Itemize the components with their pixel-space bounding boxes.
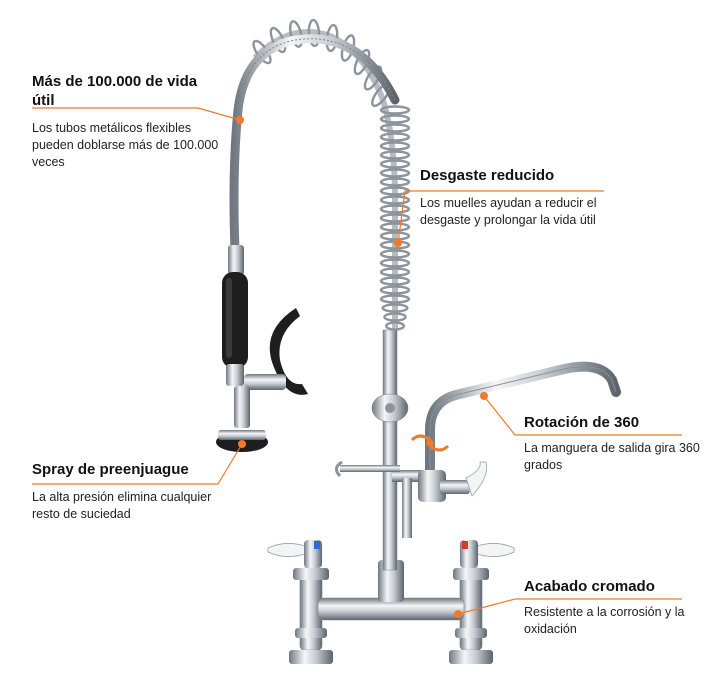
callout-wear: Desgaste reducido Los muelles ayudan a r… bbox=[420, 166, 635, 229]
callout-sprayer: Spray de preenjuague La alta presión eli… bbox=[32, 460, 232, 523]
spring-coil-ring bbox=[363, 65, 383, 91]
spring-coil-ring bbox=[379, 222, 411, 232]
spring-coil-ring bbox=[379, 294, 411, 304]
callout-lifespan-desc: Los tubos metálicos flexibles pueden dob… bbox=[32, 121, 219, 169]
spring-coil-ring bbox=[379, 249, 411, 259]
spring-coil-ring bbox=[381, 303, 409, 313]
spring-coil-ring bbox=[307, 18, 321, 48]
deck-mount-base bbox=[267, 540, 515, 664]
callout-rotation-desc: La manguera de salida gira 360 grados bbox=[524, 441, 700, 472]
spring-coil-ring bbox=[379, 150, 411, 160]
spring-coil-ring bbox=[383, 312, 407, 322]
rotation-dot bbox=[480, 392, 488, 400]
callout-sprayer-desc: La alta presión elimina cualquier resto … bbox=[32, 490, 212, 521]
sprayer-dot bbox=[238, 440, 246, 448]
spring-coil-ring bbox=[379, 258, 411, 268]
callout-lifespan: Más de 100.000 de vida útil Los tubos me… bbox=[32, 72, 222, 171]
spring-coil-ring bbox=[379, 276, 411, 286]
callout-rotation-title: Rotación de 360 bbox=[524, 414, 640, 431]
spring-coil-ring bbox=[379, 168, 411, 178]
callout-leaders bbox=[32, 107, 682, 615]
spring-coil bbox=[252, 18, 411, 331]
finish-dot bbox=[454, 610, 462, 618]
spring-coil-ring bbox=[379, 285, 411, 295]
callout-finish-desc: Resistente a la corrosión y la oxidación bbox=[524, 605, 685, 636]
spring-coil-ring bbox=[379, 132, 411, 142]
callout-wear-title: Desgaste reducido bbox=[420, 167, 555, 184]
callout-wear-desc: Los muelles ayudan a reducir el desgaste… bbox=[420, 196, 597, 227]
callout-finish-title: Acabado cromado bbox=[524, 578, 655, 595]
wear-dot bbox=[394, 239, 402, 247]
spring-coil-ring bbox=[379, 141, 411, 151]
callout-rotation: Rotación de 360 La manguera de salida gi… bbox=[524, 413, 704, 474]
callout-finish: Acabado cromado Resistente a la corrosió… bbox=[524, 577, 704, 638]
spring-coil-ring bbox=[379, 105, 411, 115]
spring-coil-ring bbox=[379, 204, 411, 214]
spring-coil-ring bbox=[379, 231, 411, 241]
main-riser bbox=[335, 329, 422, 571]
swing-spout bbox=[410, 361, 621, 502]
pre-rinse-sprayer bbox=[216, 245, 308, 452]
spring-coil-ring bbox=[379, 267, 411, 277]
spring-coil-ring bbox=[288, 20, 304, 48]
spring-coil-ring bbox=[385, 321, 406, 331]
spring-coil-ring bbox=[379, 159, 411, 169]
spring-coil-ring bbox=[379, 114, 411, 124]
spring-coil-ring bbox=[379, 195, 411, 205]
spring-coil-ring bbox=[269, 26, 287, 54]
flexible-hose bbox=[229, 34, 400, 255]
spring-coil-ring bbox=[379, 177, 411, 187]
spring-coil-ring bbox=[379, 213, 411, 223]
lifespan-dot bbox=[236, 116, 244, 124]
spring-coil-ring bbox=[379, 123, 411, 133]
callout-lifespan-title: Más de 100.000 de vida útil bbox=[32, 73, 198, 109]
callout-dots bbox=[236, 116, 488, 618]
callout-sprayer-title: Spray de preenjuague bbox=[32, 461, 189, 478]
